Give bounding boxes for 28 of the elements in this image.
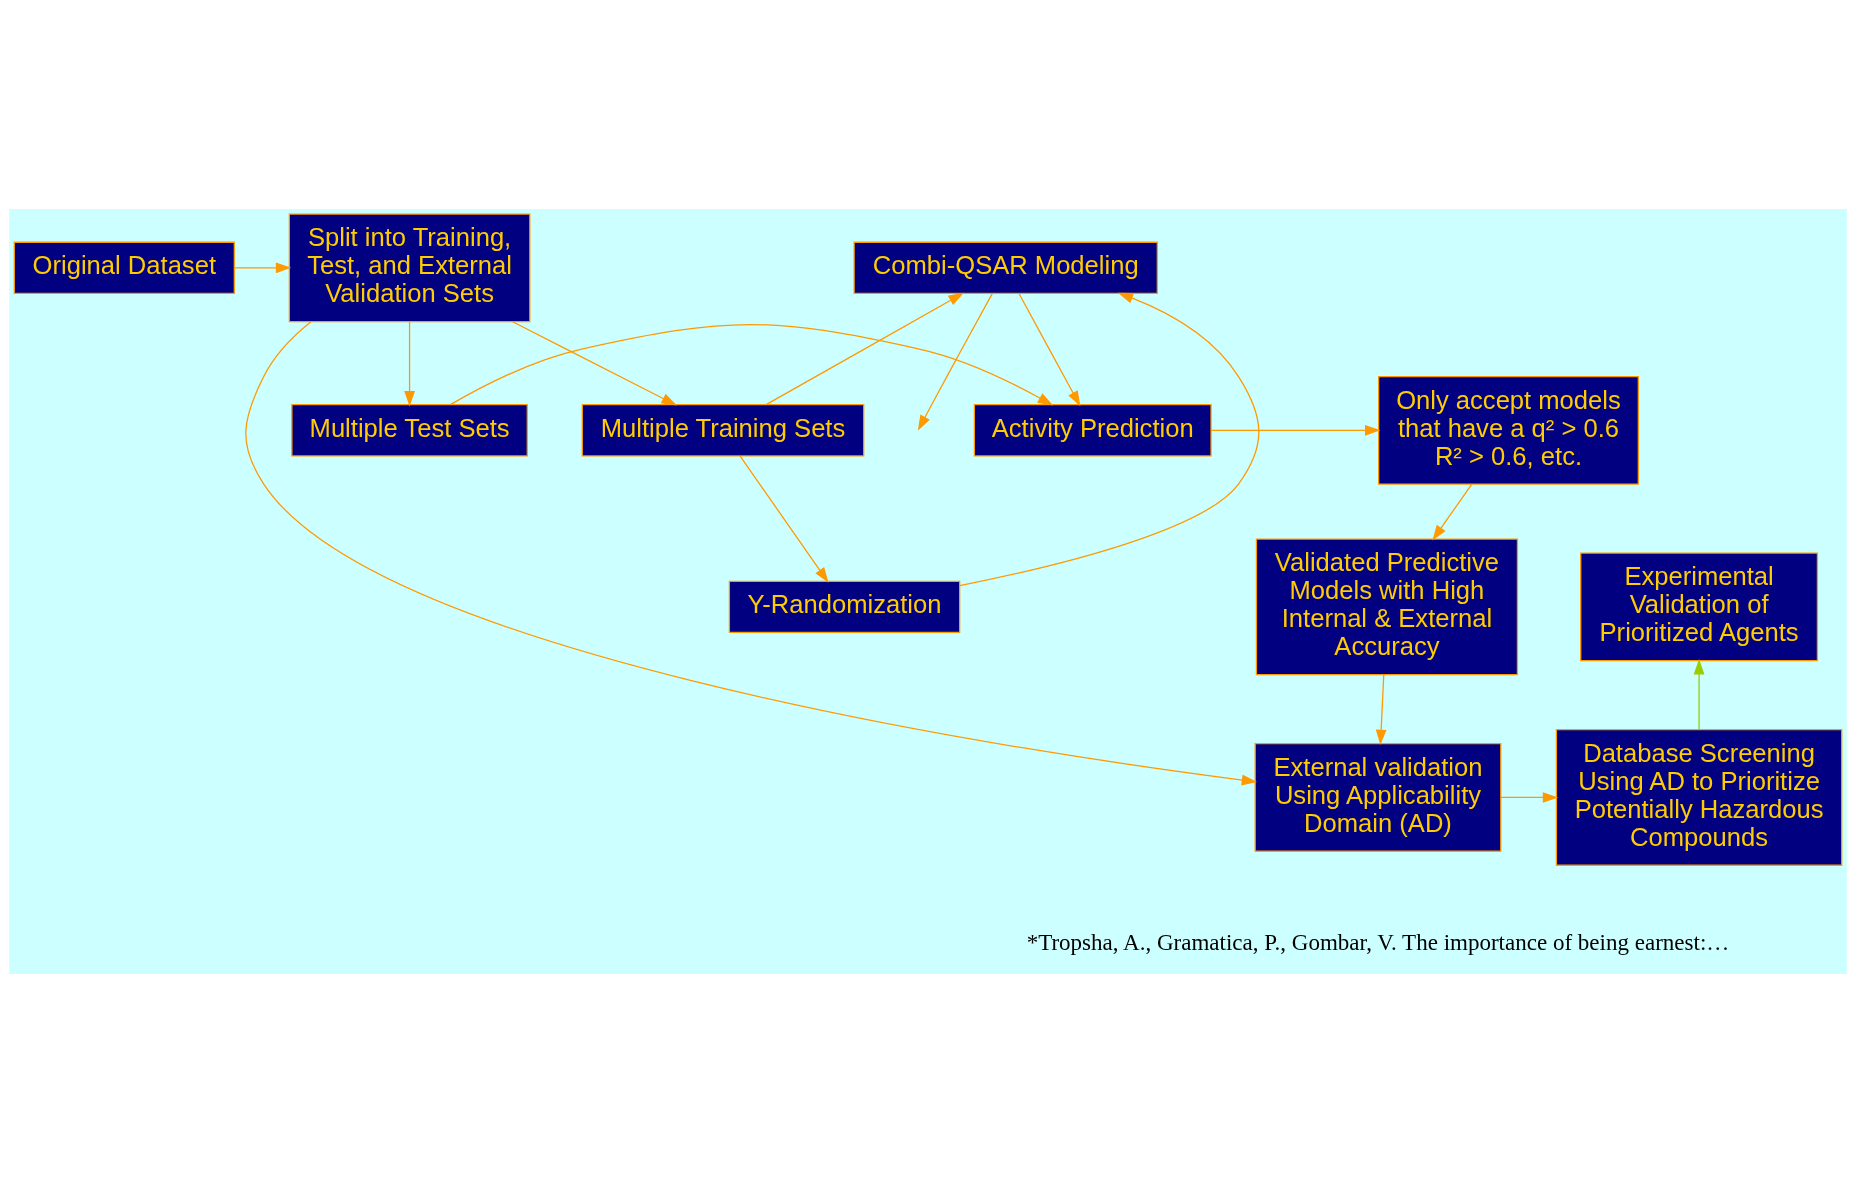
- arrow: [1500, 792, 1559, 803]
- arrow: [959, 292, 1260, 587]
- arrow: [917, 293, 993, 431]
- node-box: Multiple Training Sets: [581, 404, 865, 457]
- node-box: Combi-QSAR Modeling: [853, 241, 1158, 295]
- node-box: Activity Prediction: [973, 404, 1212, 457]
- arrow: [1432, 483, 1473, 541]
- node-box: External validation Using Applicability Domain (AD): [1254, 743, 1502, 852]
- node-box: Experimental Validation of Prioritized Agents: [1580, 552, 1819, 662]
- arrow: [1693, 659, 1705, 731]
- arrow: [1018, 293, 1081, 407]
- arrow: [765, 292, 964, 406]
- node-box: Multiple Test Sets: [291, 404, 528, 457]
- node-box: Database Screening Using AD to Prioritize Potentially Hazardous Compounds: [1555, 729, 1843, 866]
- arrow: [512, 321, 677, 406]
- arrow: [234, 262, 292, 274]
- arrow: [449, 323, 1054, 406]
- arrow: [1210, 424, 1381, 436]
- node-box: Split into Training, Test, and External Validation Sets: [288, 213, 531, 323]
- arrow: [245, 321, 1258, 786]
- node-box: Original Dataset: [13, 241, 235, 295]
- node-box: Only accept models that have a q² > 0.6 R² > 0.6, etc.: [1377, 375, 1639, 485]
- node-box: Validated Predictive Models with High Internal & External Accuracy: [1255, 538, 1519, 676]
- arrow: [404, 321, 415, 407]
- arrow: [739, 455, 829, 583]
- node-box: Y-Randomization: [728, 580, 961, 634]
- arrow: [1375, 674, 1387, 746]
- label: *Tropsha, A., Gramatica, P., Gombar, V. The importance of being earnest:…: [1026, 929, 1730, 956]
